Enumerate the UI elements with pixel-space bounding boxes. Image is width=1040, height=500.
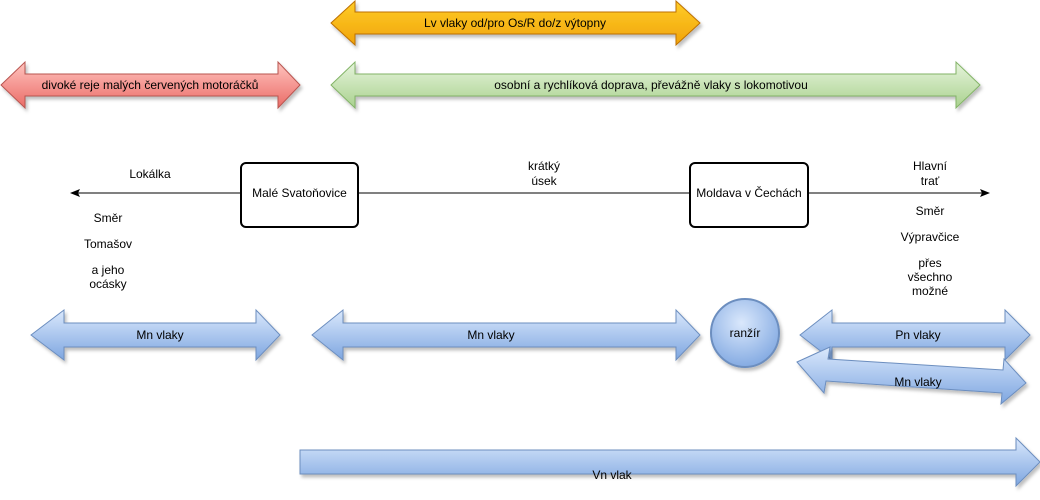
direction-right-1: Směr xyxy=(916,204,945,218)
station-moldava-label: Moldava v Čechách xyxy=(696,185,801,200)
lv-trains-label: Lv vlaky od/pro Os/R do/z výtopny xyxy=(424,16,606,30)
line-end-left-arrowhead xyxy=(70,189,80,197)
ranzir-yard[interactable] xyxy=(710,298,780,368)
vn-train-arrow xyxy=(299,436,1040,488)
direction-right-4: všechno xyxy=(908,270,953,284)
main-line-label-2: trať xyxy=(921,174,940,188)
direction-right-5: možné xyxy=(912,284,948,298)
vn-train-label: Vn vlak xyxy=(592,468,632,482)
mn-trains-left-label: Mn vlaky xyxy=(136,328,183,342)
lokalka-label: Lokálka xyxy=(129,167,171,181)
line-end-right-arrowhead xyxy=(980,189,990,197)
direction-left-3: a jeho xyxy=(92,263,125,277)
short-section-label-1: krátký xyxy=(528,159,560,173)
mn-trains-middle-arrow xyxy=(311,308,701,362)
direction-right-2: Výpravčice xyxy=(901,230,960,244)
direction-left-4: ocásky xyxy=(89,277,126,291)
railcars-arrow xyxy=(0,60,301,110)
passenger-trains-arrow xyxy=(330,60,981,110)
mn-trains-right-arrow xyxy=(796,346,1027,406)
passenger-trains-label: osobní a rychlíková doprava, převážně vl… xyxy=(494,78,808,92)
lv-trains-arrow xyxy=(330,0,701,47)
direction-left-2: Tomašov xyxy=(84,237,132,251)
ranzir-label: ranžír xyxy=(730,326,761,340)
direction-right-3: přes xyxy=(918,256,941,270)
mn-trains-middle-label: Mn vlaky xyxy=(467,328,514,342)
main-line-label-1: Hlavní xyxy=(913,159,948,173)
mn-trains-left-arrow xyxy=(30,308,281,362)
pn-trains-arrow xyxy=(799,308,1031,362)
railcars-label: divoké reje malých červených motoráčků xyxy=(42,78,259,92)
station-male-svatonovice-label: Malé Svatoňovice xyxy=(252,186,347,200)
station-male-svatonovice[interactable] xyxy=(240,162,359,228)
pn-trains-label: Pn vlaky xyxy=(895,328,940,342)
direction-left-1: Směr xyxy=(94,211,123,225)
station-moldava[interactable] xyxy=(689,162,809,228)
short-section-label-2: úsek xyxy=(531,174,557,188)
mn-trains-right-label: Mn vlaky xyxy=(894,375,941,389)
